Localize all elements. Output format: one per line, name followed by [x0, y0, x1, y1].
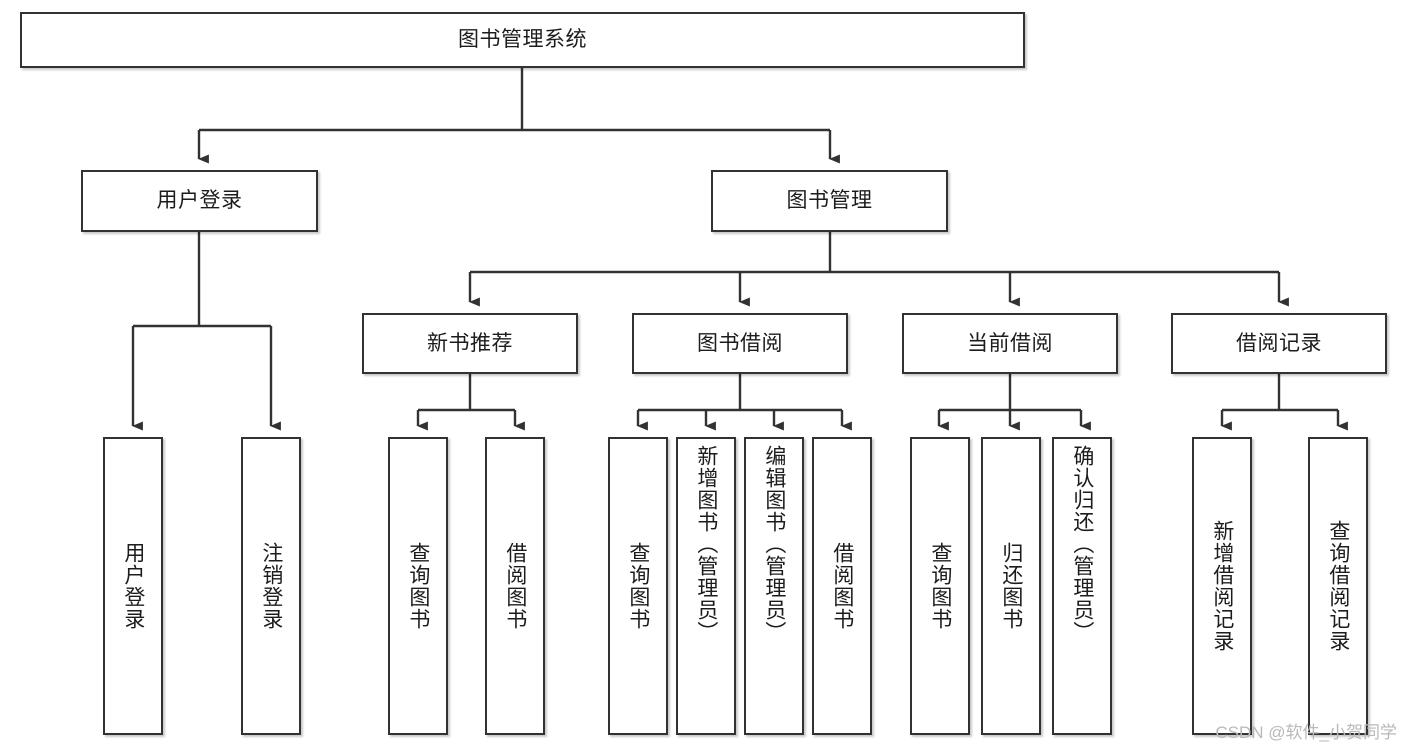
- node-label: 借阅记录: [1236, 331, 1322, 355]
- node-borrowing-records[interactable]: 借阅记录: [1171, 313, 1387, 374]
- node-new-book-recommendation[interactable]: 新书推荐: [362, 313, 578, 374]
- leaf-borrow-books-new[interactable]: 借阅图书: [485, 437, 545, 735]
- node-label: 注销登录: [259, 542, 283, 630]
- node-label: 查询借阅记录: [1326, 520, 1350, 652]
- node-label: 当前借阅: [967, 331, 1053, 355]
- leaf-add-borrow-record[interactable]: 新增借阅记录: [1192, 437, 1252, 735]
- node-label: 用户登录: [121, 542, 145, 630]
- node-book-borrowing[interactable]: 图书借阅: [632, 313, 848, 374]
- node-label: 图书管理: [786, 189, 873, 213]
- node-label: 图书管理系统: [458, 28, 587, 52]
- node-current-borrowing[interactable]: 当前借阅: [902, 313, 1118, 374]
- node-book-management[interactable]: 图书管理: [711, 170, 948, 232]
- node-label: 用户登录: [156, 189, 243, 213]
- node-user-login[interactable]: 用户登录: [81, 170, 318, 232]
- leaf-query-books-current[interactable]: 查询图书: [910, 437, 970, 735]
- leaf-query-books-new[interactable]: 查询图书: [388, 437, 448, 735]
- node-label: 图书借阅: [697, 331, 783, 355]
- leaf-user-logout[interactable]: 注销登录: [241, 437, 301, 735]
- node-label: 新增图书（管理员）: [694, 445, 718, 643]
- csdn-watermark: CSDN @软件_小贺同学: [1215, 723, 1397, 742]
- node-label: 借阅图书: [503, 542, 527, 630]
- node-root-book-management-system[interactable]: 图书管理系统: [20, 12, 1025, 68]
- node-label: 编辑图书（管理员）: [762, 445, 786, 643]
- leaf-confirm-return-admin[interactable]: 确认归还（管理员）: [1052, 437, 1112, 735]
- leaf-user-login[interactable]: 用户登录: [103, 437, 163, 735]
- leaf-return-books[interactable]: 归还图书: [981, 437, 1041, 735]
- node-label: 查询图书: [626, 542, 650, 630]
- leaf-edit-book-admin[interactable]: 编辑图书（管理员）: [744, 437, 804, 735]
- node-label: 新书推荐: [427, 331, 513, 355]
- node-label: 查询图书: [928, 542, 952, 630]
- node-label: 确认归还（管理员）: [1070, 445, 1094, 643]
- node-label: 新增借阅记录: [1210, 520, 1234, 652]
- leaf-query-books-borrow[interactable]: 查询图书: [608, 437, 668, 735]
- node-label: 查询图书: [406, 542, 430, 630]
- leaf-borrow-books[interactable]: 借阅图书: [812, 437, 872, 735]
- node-label: 借阅图书: [830, 542, 854, 630]
- leaf-add-book-admin[interactable]: 新增图书（管理员）: [676, 437, 736, 735]
- leaf-query-borrow-record[interactable]: 查询借阅记录: [1308, 437, 1368, 735]
- node-label: 归还图书: [999, 542, 1023, 630]
